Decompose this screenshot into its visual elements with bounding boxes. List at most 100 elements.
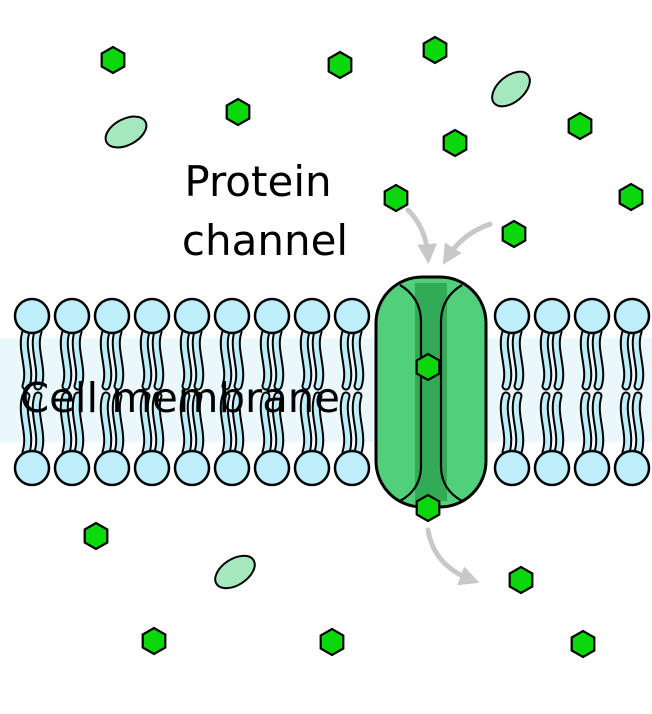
lipid-head (293, 297, 331, 335)
lipid-head (133, 449, 171, 487)
lipid-head (13, 449, 51, 487)
lipid-pair (213, 297, 251, 487)
lipid-pair (573, 297, 611, 487)
lipid-tail (261, 329, 271, 389)
lipid-tail (301, 393, 311, 455)
lipid-tail (581, 329, 591, 389)
molecule-icon (327, 50, 353, 80)
lipid-tail (553, 393, 563, 455)
lipid-tail (61, 329, 71, 389)
molecule-icon (83, 521, 109, 551)
molecule-icon (100, 45, 126, 75)
channel-right-bracket (439, 284, 463, 502)
lipid-head (573, 449, 611, 487)
lipid-head (533, 297, 571, 335)
lipid-pair (173, 297, 211, 487)
lipid-tail (21, 329, 31, 389)
molecule-icon (422, 35, 448, 65)
molecules (83, 35, 644, 659)
lipid-tail (353, 329, 363, 389)
lipid-tail (153, 329, 163, 389)
lipid-tail (233, 393, 243, 455)
lipid-head (213, 297, 251, 335)
lipid-tail (593, 393, 603, 455)
lipid-head (53, 297, 91, 335)
lipid-tail (353, 393, 363, 455)
molecule-icon (442, 128, 468, 158)
lipid-head (93, 449, 131, 487)
lipid-tail (513, 329, 523, 389)
lipid-head (613, 297, 651, 335)
lipid-tail (101, 393, 111, 455)
cell-membrane-label: Cell membrane (20, 374, 340, 422)
lipid-tail (73, 329, 83, 389)
lipid-tail (33, 393, 43, 455)
lipid-tail (301, 329, 311, 389)
lipid-tail (33, 329, 43, 389)
molecule-icon (501, 219, 527, 249)
molecule-icon (415, 352, 441, 382)
lipid-tail (621, 393, 631, 455)
large-molecule-icon (104, 115, 148, 149)
protein-channel-label-line2: channel (182, 216, 348, 265)
arrow-in-left (405, 207, 438, 264)
lipid-tail (313, 393, 323, 455)
lipid-tail (273, 393, 283, 455)
molecule-icon (225, 97, 251, 127)
lipid-tail (261, 393, 271, 455)
lipid-tail (221, 393, 231, 455)
molecule-icon (383, 183, 409, 213)
molecule-icon (319, 627, 345, 657)
lipid-head (493, 449, 531, 487)
lipid-tail (153, 393, 163, 455)
lipid-tail (193, 393, 203, 455)
lipid-tail (141, 393, 151, 455)
molecule-icon (567, 111, 593, 141)
lipid-tail (101, 329, 111, 389)
protein-channel (374, 275, 488, 509)
lipid-tail (61, 393, 71, 455)
lipid-pair (613, 297, 651, 487)
lipid-tail (501, 329, 511, 389)
lipid-pair (133, 297, 171, 487)
lipid-pair (493, 297, 531, 487)
lipid-head (333, 449, 371, 487)
lipid-head (173, 297, 211, 335)
lipid-head (53, 449, 91, 487)
lipid-tail (21, 393, 31, 455)
lipid-pair (293, 297, 331, 487)
lipid-tail (633, 329, 643, 389)
lipid-pair (533, 297, 571, 487)
lipid-tail (633, 393, 643, 455)
molecule-icon (618, 182, 644, 212)
large-molecule-icon (491, 70, 531, 108)
lipid-tail (233, 329, 243, 389)
lipid-tail (541, 329, 551, 389)
lipid-tail (341, 393, 351, 455)
channel-left-bracket (399, 284, 423, 502)
lipid-tail (193, 329, 203, 389)
lipid-pair (53, 297, 91, 487)
lipid-tail (181, 393, 191, 455)
lipid-tail (581, 393, 591, 455)
lipid-head (173, 449, 211, 487)
lipid-tail (113, 329, 123, 389)
lipid-head (493, 297, 531, 335)
lipid-tail (541, 393, 551, 455)
lipid-tail (513, 393, 523, 455)
lipid-tail (593, 329, 603, 389)
lipid-tail (501, 393, 511, 455)
lipid-tail (113, 393, 123, 455)
lipid-pair (253, 297, 291, 487)
lipid-head (333, 297, 371, 335)
lipid-tail (221, 329, 231, 389)
lipid-tail (553, 329, 563, 389)
lipid-head (93, 297, 131, 335)
arrow-in-right (442, 221, 493, 265)
lipid-head (293, 449, 331, 487)
large-molecule-icon (214, 554, 256, 590)
lipid-tail (313, 329, 323, 389)
lipid-tail (181, 329, 191, 389)
lipid-head (13, 297, 51, 335)
